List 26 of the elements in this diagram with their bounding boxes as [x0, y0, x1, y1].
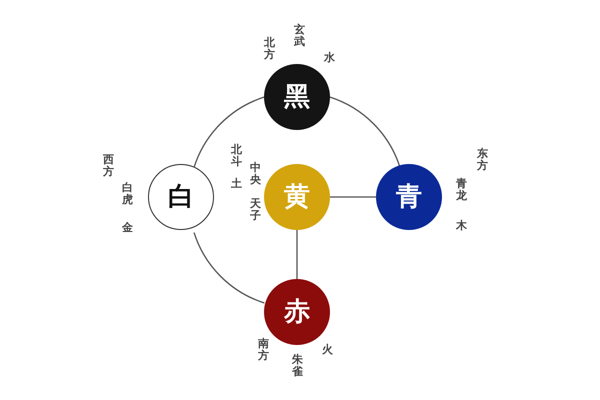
side-text: 北方: [264, 37, 275, 62]
side-text: 玄武: [294, 24, 305, 48]
connector-line: [193, 96, 265, 168]
side-text: 北斗: [231, 144, 242, 168]
connector-line: [330, 196, 376, 198]
side-text: 金: [122, 222, 133, 234]
node-label: 黄: [284, 184, 310, 210]
node-label: 青: [396, 184, 422, 210]
side-text: 木: [456, 220, 467, 232]
side-text: 土: [231, 178, 242, 190]
connector-line: [193, 232, 265, 304]
node-label: 赤: [284, 299, 310, 325]
connector-line: [329, 96, 401, 168]
side-text: 中央: [250, 162, 261, 186]
side-text: 西方: [103, 154, 114, 178]
side-text: 水: [324, 52, 335, 64]
side-text: 东方: [477, 148, 488, 172]
connector-line: [296, 230, 298, 279]
side-text: 朱雀: [292, 354, 303, 378]
side-text: 火: [322, 344, 333, 356]
node-label: 白: [168, 184, 194, 210]
side-text: 天子: [250, 198, 261, 222]
side-text: 白虎: [122, 182, 133, 206]
side-text: 南方: [258, 338, 269, 362]
node-label: 黑: [284, 84, 310, 110]
side-text: 青龙: [456, 178, 467, 202]
